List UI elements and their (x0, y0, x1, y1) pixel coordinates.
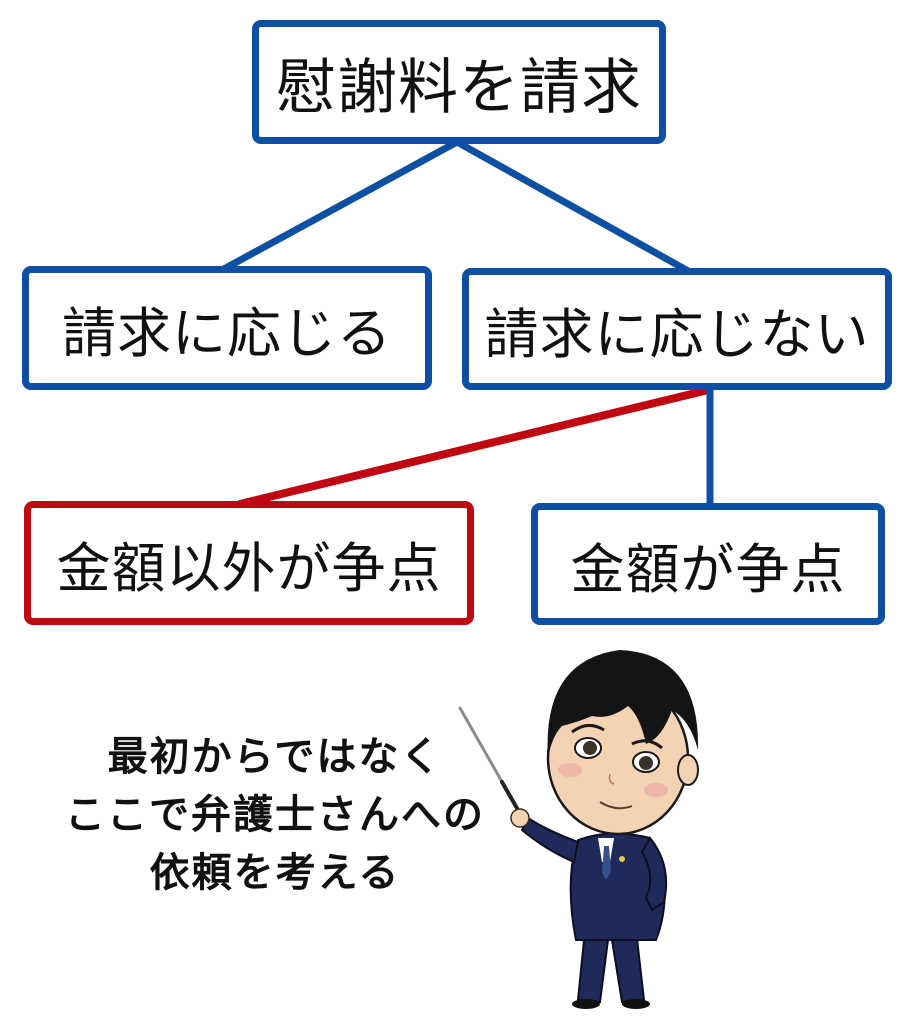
edge-refuse-to-non-amount (236, 386, 712, 508)
node-dispute-non-amount: 金額以外が争点 (24, 501, 474, 625)
node-refuse-claim: 請求に応じない (462, 268, 892, 390)
edge-root-to-refuse (453, 138, 694, 276)
node-claim-consolation: 慰謝料を請求 (252, 20, 666, 144)
node-label: 慰謝料を請求 (276, 52, 642, 123)
node-label: 金額が争点 (570, 537, 846, 601)
node-label: 請求に応じる (62, 301, 392, 365)
note-line: ここで弁護士さんへの (65, 792, 485, 838)
node-dispute-amount: 金額が争点 (531, 503, 885, 625)
node-label: 請求に応じない (484, 302, 870, 366)
lawyer-character-icon (458, 650, 699, 1009)
advice-note: 最初からではなく ここで弁護士さんへの 依頼を考える (40, 728, 510, 902)
node-label: 金額以外が争点 (56, 536, 442, 600)
edge-root-to-accept (218, 138, 461, 274)
note-line: 最初からではなく (107, 734, 443, 780)
note-line: 依頼を考える (149, 850, 401, 896)
node-accept-claim: 請求に応じる (22, 266, 432, 390)
